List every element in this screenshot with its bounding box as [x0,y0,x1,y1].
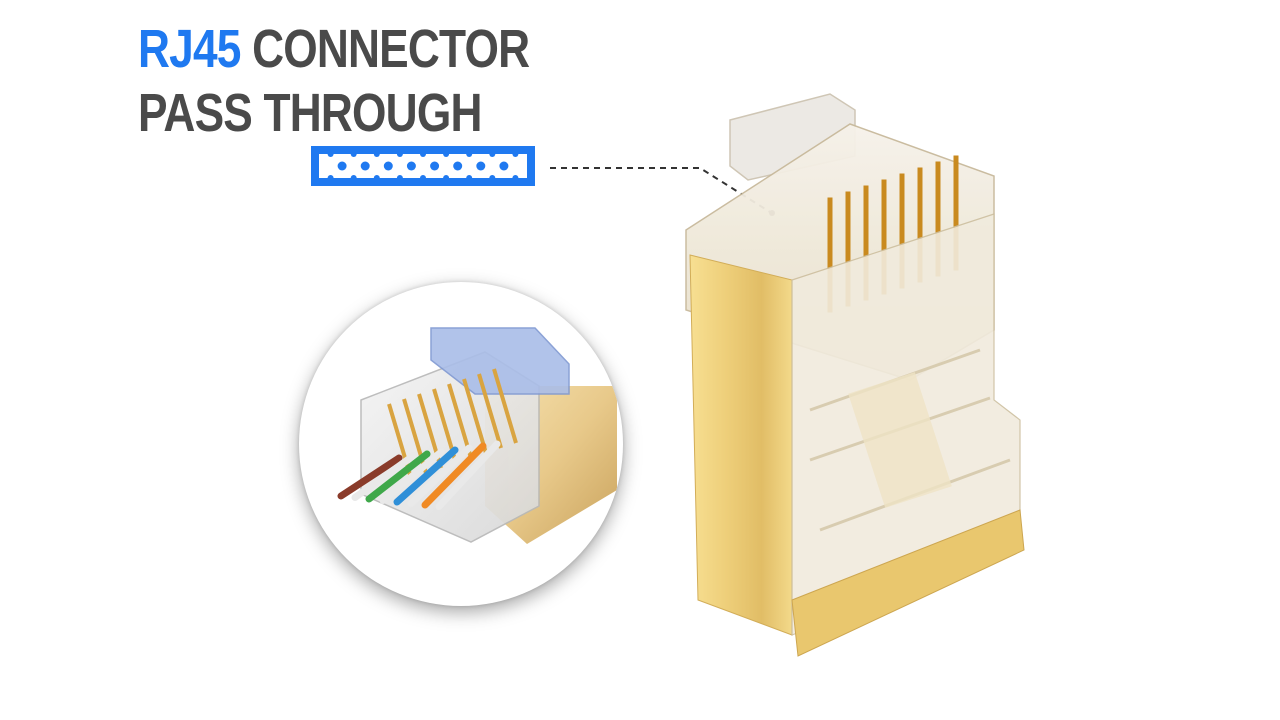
inset-wire [379,448,445,504]
headline-line-2: PASS THROUGH [138,83,482,143]
gold-shielded-rj45-connector-photo [685,93,1025,657]
pin-strip-notch [373,175,380,181]
headline-line-1-rest: CONNECTOR [252,19,530,79]
pin-hole [499,161,509,171]
pin-strip-notch [512,175,519,181]
pin-strip-notch [512,151,519,157]
rj45-plug-with-wires-photo [337,327,617,544]
pin-strip-notch [420,175,426,181]
pin-strip-notch [373,151,380,157]
pin-strip-notch [420,151,426,157]
pin-strip-notch [443,175,450,181]
inset-wire [337,454,403,500]
pin-hole [337,161,347,171]
headline-line-1: RJ45 CONNECTOR [138,19,530,79]
pin-strip-notch [396,175,403,181]
inset-photo-circle [299,282,623,606]
pin-hole [476,161,486,171]
inset-wire [351,452,417,501]
pin-hole [383,161,393,171]
pin-strip-window [319,151,527,181]
inset-wire [421,442,487,509]
inset-contact [462,378,488,454]
pin-strip-notch [489,175,496,181]
pin-strip-notch [466,175,473,181]
pin-hole [360,161,370,171]
inset-contact [477,373,503,449]
pin-strip-notch [443,151,450,157]
pass-through-pin-strip-icon [311,146,535,186]
inset-wire [407,444,473,507]
pin-strip-holes [327,151,519,181]
inset-wire [393,446,459,506]
inset-contact [492,368,518,444]
pin-strip-notch [466,151,473,157]
pin-strip-notch [489,151,496,157]
pin-strip-notch [350,175,357,181]
pin-hole [430,161,440,171]
pin-strip-notch [350,151,357,157]
inset-wire [435,440,501,510]
pin-strip-notch [396,151,403,157]
pin-strip-notch [327,175,334,181]
pin-hole [406,161,416,171]
inset-wire [365,450,431,503]
pin-hole [453,161,463,171]
pin-strip-notch [327,151,334,157]
headline-accent-word: RJ45 [138,19,241,79]
